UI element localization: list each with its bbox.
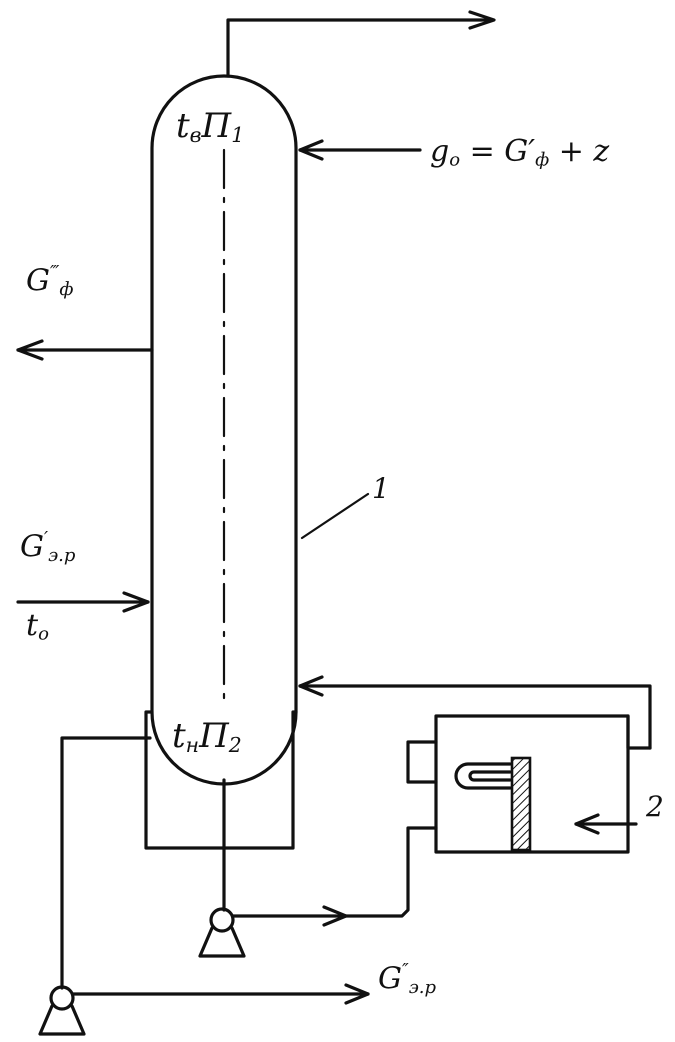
- pump1-base: [198, 926, 246, 958]
- reboiler-inlet-nozzle: [406, 740, 438, 784]
- column-leader-line: [300, 492, 370, 540]
- reboiler-outlet-tube: [626, 714, 652, 750]
- feed-arrow: [122, 591, 150, 613]
- top-vapor-line: [226, 18, 492, 78]
- top-conditions-label: tвП1: [176, 106, 245, 148]
- bottom-conditions-label: tнП2: [172, 716, 242, 758]
- reboiler-number-label: 2: [646, 790, 664, 823]
- column-bottom-jacket: [144, 710, 298, 850]
- reflux-label: go = G′ф + z: [430, 134, 610, 171]
- bottoms-product-label: G″э.р: [378, 960, 437, 999]
- top-vapor-arrow: [468, 10, 496, 30]
- reboiler-body: [434, 714, 630, 854]
- reboiler-u-tube: [454, 762, 512, 790]
- pump2-suction-line: [60, 736, 152, 990]
- reboiler-baffle: [510, 756, 532, 852]
- pump2-icon: [49, 985, 75, 1011]
- side-draw-arrow: [16, 339, 44, 361]
- reboiler-return-line: [298, 684, 652, 750]
- column-number-label: 1: [372, 472, 390, 505]
- pump1-discharge-arrow: [322, 905, 348, 927]
- side-draw-label: G‴ф: [26, 262, 74, 301]
- pump2-base: [38, 1004, 86, 1036]
- bottoms-arrow: [344, 983, 370, 1005]
- feed-label: G′э.р: [20, 528, 76, 567]
- pump1-icon: [209, 907, 235, 933]
- reflux-arrow: [298, 139, 324, 161]
- pump1-discharge-line: [231, 826, 438, 918]
- feed-temperature-label: to: [26, 608, 49, 645]
- heating-arrow: [574, 813, 600, 835]
- reboiler-return-arrow: [298, 675, 324, 697]
